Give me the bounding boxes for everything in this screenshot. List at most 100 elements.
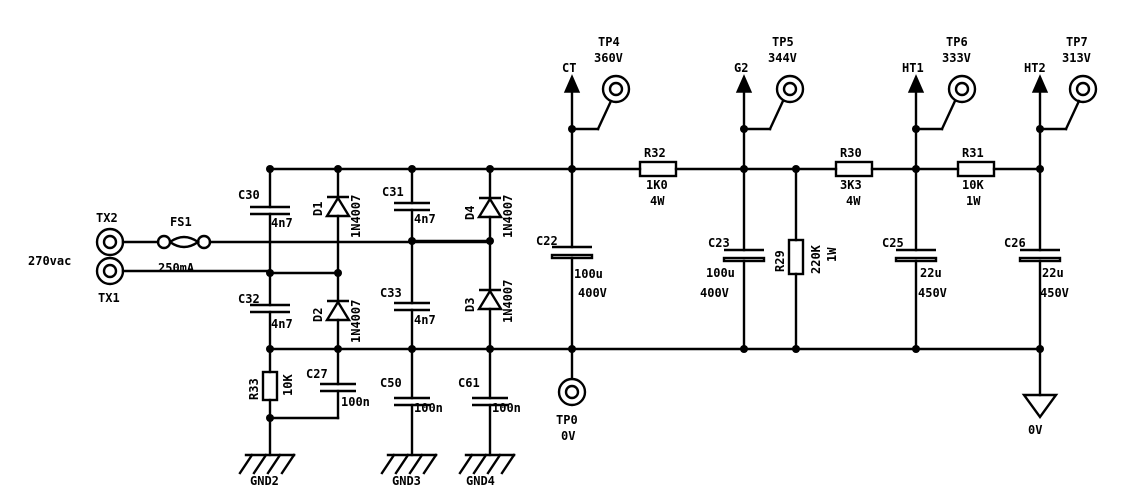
r33-value: 10K — [281, 374, 295, 396]
c61-label: C61 — [458, 376, 480, 390]
ground-0v-symbol — [1021, 393, 1059, 420]
r33-label: R33 — [247, 378, 261, 400]
c32-value: 4n7 — [271, 317, 293, 331]
d2-label: D2 — [311, 308, 325, 322]
ht1-label: HT1 — [902, 61, 924, 75]
tx2-terminal — [95, 227, 125, 257]
ht2-arrow — [1031, 74, 1049, 93]
tp5-test-point — [775, 74, 805, 104]
c23-value: 100u — [706, 266, 735, 280]
c26-value: 22u — [1042, 266, 1064, 280]
ht1-arrow — [907, 74, 925, 93]
c30-value: 4n7 — [271, 216, 293, 230]
c23-voltage: 400V — [700, 286, 729, 300]
capacitor-c22 — [550, 245, 594, 260]
d1-value: 1N4007 — [349, 195, 363, 238]
junction-dots — [266, 125, 1044, 422]
c22-label: C22 — [536, 234, 558, 248]
r31-value: 10K — [962, 178, 984, 192]
tx1-label: TX1 — [98, 291, 120, 305]
ct-arrow — [563, 74, 581, 93]
r30-wattage: 4W — [846, 194, 861, 208]
tp7-label: TP7 — [1066, 35, 1088, 49]
ground-0v-label: 0V — [1028, 423, 1042, 437]
tp5-voltage: 344V — [768, 51, 797, 65]
gnd2-label: GND2 — [250, 474, 279, 488]
resistor-r29 — [787, 238, 805, 276]
c33-value: 4n7 — [414, 313, 436, 327]
g2-arrow — [735, 74, 753, 93]
diode-d4 — [476, 196, 504, 219]
c32-label: C32 — [238, 292, 260, 306]
c50-label: C50 — [380, 376, 402, 390]
tp6-test-point — [947, 74, 977, 104]
fuse-fs1 — [156, 234, 212, 250]
tp6-voltage: 333V — [942, 51, 971, 65]
capacitor-c25 — [894, 248, 938, 263]
c25-value: 22u — [920, 266, 942, 280]
gnd4-symbol — [458, 453, 516, 475]
r30-label: R30 — [840, 146, 862, 160]
gnd4-label: GND4 — [466, 474, 495, 488]
r29-value: 220K — [809, 244, 823, 274]
c31-label: C31 — [382, 185, 404, 199]
tp0-test-point — [557, 377, 587, 407]
c22-voltage: 400V — [578, 286, 607, 300]
r29-label: R29 — [773, 250, 787, 272]
input-voltage-label: 270vac — [28, 254, 71, 268]
tp7-voltage: 313V — [1062, 51, 1091, 65]
g2-label: G2 — [734, 61, 748, 75]
tp5-label: TP5 — [772, 35, 794, 49]
r29-wattage: 1W — [825, 247, 839, 262]
gnd3-symbol — [380, 453, 438, 475]
d4-label: D4 — [463, 206, 477, 220]
tp7-test-point — [1068, 74, 1098, 104]
resistor-r31 — [956, 160, 996, 178]
c50-value: 100n — [414, 401, 443, 415]
tp6-label: TP6 — [946, 35, 968, 49]
tp0-label: TP0 — [556, 413, 578, 427]
fs1-value: 250mA — [158, 261, 195, 275]
c25-voltage: 450V — [918, 286, 947, 300]
d3-label: D3 — [463, 298, 477, 312]
d4-value: 1N4007 — [501, 195, 515, 238]
tp4-test-point — [601, 74, 631, 104]
resistor-r30 — [834, 160, 874, 178]
tp4-label: TP4 — [598, 35, 620, 49]
diode-d3 — [476, 288, 504, 311]
fs1-label: FS1 — [170, 215, 192, 229]
d2-value: 1N4007 — [349, 300, 363, 343]
resistor-r33 — [261, 370, 279, 402]
c23-label: C23 — [708, 236, 730, 250]
ht2-label: HT2 — [1024, 61, 1046, 75]
c26-voltage: 450V — [1040, 286, 1069, 300]
c30-label: C30 — [238, 188, 260, 202]
c26-label: C26 — [1004, 236, 1026, 250]
d1-label: D1 — [311, 202, 325, 216]
d3-value: 1N4007 — [501, 280, 515, 323]
r32-value: 1K0 — [646, 178, 668, 192]
c31-value: 4n7 — [414, 212, 436, 226]
r31-wattage: 1W — [966, 194, 981, 208]
tx1-terminal — [95, 256, 125, 286]
diode-d2 — [324, 299, 352, 322]
tp0-voltage: 0V — [561, 429, 575, 443]
capacitor-c23 — [722, 248, 766, 263]
c61-value: 100n — [492, 401, 521, 415]
r32-label: R32 — [644, 146, 666, 160]
r31-label: R31 — [962, 146, 984, 160]
c27-label: C27 — [306, 367, 328, 381]
r30-value: 3K3 — [840, 178, 862, 192]
c27-value: 100n — [341, 395, 370, 409]
capacitor-c26 — [1018, 248, 1062, 263]
resistor-r32 — [638, 160, 678, 178]
gnd3-label: GND3 — [392, 474, 421, 488]
tx2-label: TX2 — [96, 211, 118, 225]
gnd2-symbol — [238, 453, 296, 475]
tp4-voltage: 360V — [594, 51, 623, 65]
diode-d1 — [324, 195, 352, 218]
c33-label: C33 — [380, 286, 402, 300]
ct-label: CT — [562, 61, 576, 75]
c22-value: 100u — [574, 267, 603, 281]
